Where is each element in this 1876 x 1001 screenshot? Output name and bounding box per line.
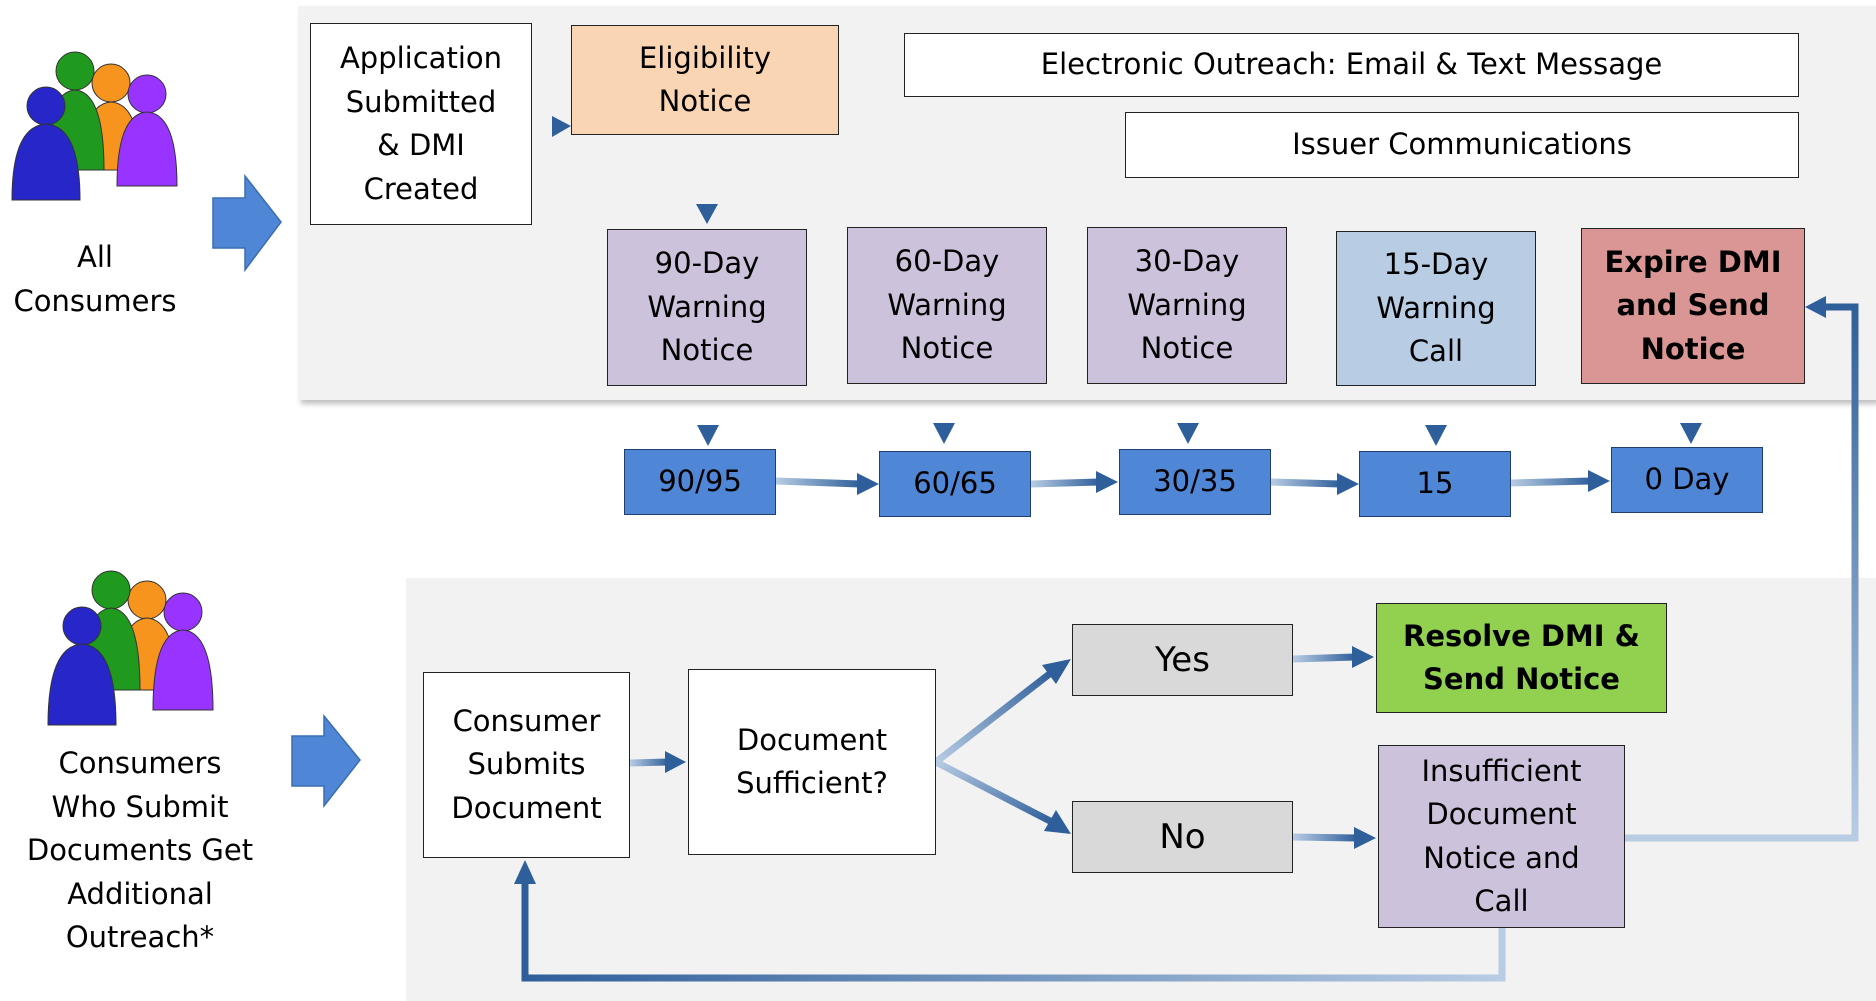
block-arrow-icon bbox=[212, 173, 282, 273]
consumer-submits-box: Consumer Submits Document bbox=[423, 672, 630, 858]
no-box: No bbox=[1072, 801, 1293, 873]
warning-60-box: 60-Day Warning Notice bbox=[847, 227, 1047, 384]
block-arrow-icon bbox=[291, 713, 361, 809]
doc-consumers-label: Consumers Who Submit Documents Get Addit… bbox=[26, 746, 254, 954]
warning-15-call-box: 15-Day Warning Call bbox=[1336, 231, 1536, 386]
expire-dmi-box: Expire DMI and Send Notice bbox=[1581, 228, 1805, 384]
all-consumers-label: All Consumers bbox=[13, 240, 177, 318]
people-group-icon bbox=[47, 570, 214, 726]
warning-90-box: 90-Day Warning Notice bbox=[607, 229, 807, 386]
timeline-node: 15 bbox=[1359, 451, 1511, 517]
issuer-communications-bar: Issuer Communications bbox=[1125, 112, 1799, 178]
application-submitted-box: Application Submitted & DMI Created bbox=[310, 23, 532, 225]
resolve-dmi-box: Resolve DMI & Send Notice bbox=[1376, 603, 1667, 713]
timeline-node: 90/95 bbox=[624, 449, 776, 515]
eligibility-notice-box: Eligibility Notice bbox=[571, 25, 839, 135]
yes-box: Yes bbox=[1072, 624, 1293, 696]
timeline-node: 0 Day bbox=[1611, 447, 1763, 513]
timeline-node: 30/35 bbox=[1119, 449, 1271, 515]
document-sufficient-box: Document Sufficient? bbox=[688, 669, 936, 855]
flow-arrows-bottom bbox=[514, 296, 1859, 982]
people-group-icon bbox=[11, 51, 178, 201]
warning-30-box: 30-Day Warning Notice bbox=[1087, 227, 1287, 384]
flow-arrows-top bbox=[532, 116, 1702, 495]
insufficient-document-box: Insufficient Document Notice and Call bbox=[1378, 745, 1625, 928]
electronic-outreach-bar: Electronic Outreach: Email & Text Messag… bbox=[904, 33, 1799, 97]
timeline-node: 60/65 bbox=[879, 451, 1031, 517]
